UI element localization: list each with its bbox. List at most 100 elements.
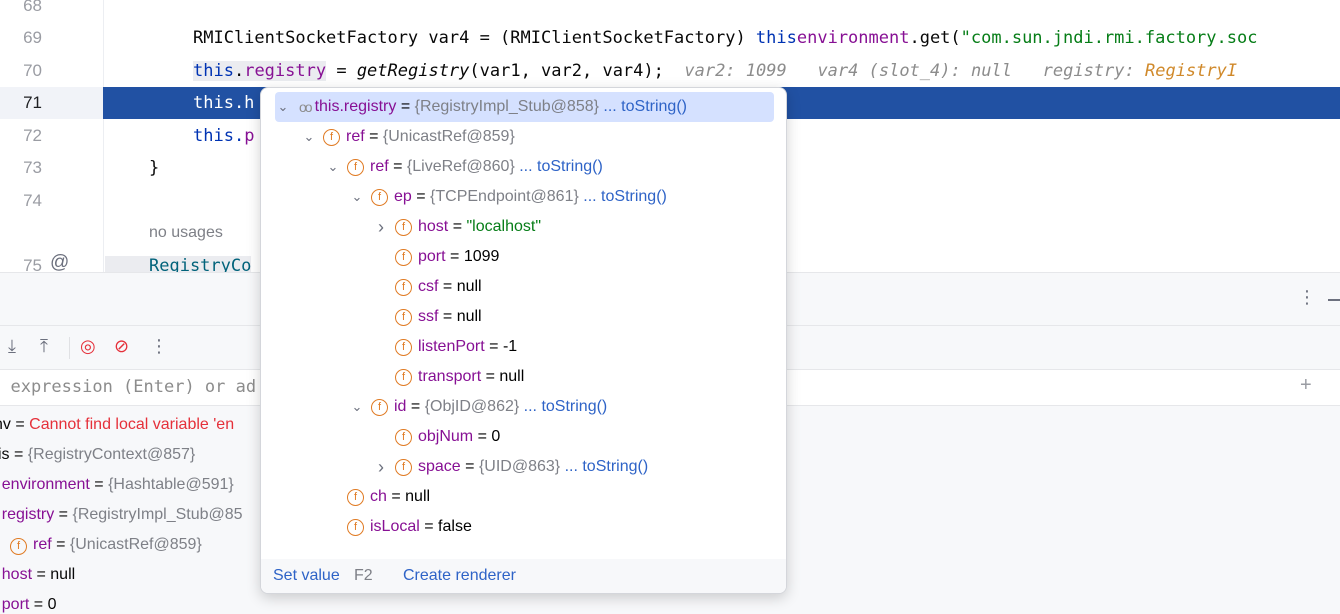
- row-link[interactable]: ... toString(): [560, 458, 649, 475]
- row-name: port: [418, 248, 446, 265]
- variable-row[interactable]: ) host = null: [1, 566, 76, 583]
- field-icon: f: [347, 158, 364, 176]
- row-name: this.registry: [314, 98, 397, 115]
- row-name: id: [394, 398, 407, 415]
- row-eq: =: [484, 338, 503, 355]
- variable-row[interactable]: is = {RegistryContext@857}: [0, 446, 196, 463]
- row-value: false: [438, 518, 472, 535]
- mute-breakpoints-icon[interactable]: ⊘: [114, 336, 130, 356]
- override-at-icon[interactable]: @: [50, 252, 70, 272]
- line-number: 72: [23, 126, 42, 145]
- row-link[interactable]: ... toString(): [519, 398, 608, 415]
- row-link[interactable]: ... toString(): [598, 98, 687, 115]
- row-eq: =: [460, 458, 479, 475]
- more-options-icon[interactable]: ⋮: [1298, 287, 1316, 307]
- code-line-71: this.h: [193, 93, 255, 113]
- code-line-73: }: [149, 158, 160, 178]
- variable-row[interactable]: ) registry = {RegistryImpl_Stub@85: [1, 506, 243, 523]
- row-name: ch: [370, 488, 387, 505]
- row-name: ref: [370, 158, 389, 175]
- chevron-right-icon[interactable]: ›: [378, 456, 384, 477]
- watch-glasses-icon: oo: [299, 99, 313, 115]
- chevron-down-icon[interactable]: ⌄: [351, 399, 363, 414]
- row-name: space: [418, 458, 461, 475]
- chevron-down-icon[interactable]: ⌄: [327, 159, 339, 174]
- row-eq: =: [411, 188, 431, 205]
- row-value: {ObjID@862}: [424, 398, 520, 415]
- field-icon: f: [395, 278, 412, 296]
- step-into-icon[interactable]: ⤓: [8, 336, 16, 356]
- row-value: {UnicastRef@859}: [382, 128, 515, 145]
- field-icon: f: [347, 518, 364, 536]
- variable-row[interactable]: nv = Cannot find local variable 'en: [0, 416, 235, 433]
- create-renderer-link[interactable]: Create renderer: [403, 567, 516, 584]
- row-eq: =: [406, 398, 425, 415]
- row-name: csf: [418, 278, 439, 295]
- row-eq: =: [481, 368, 500, 385]
- code-line-72: this.p: [193, 126, 255, 146]
- row-eq: =: [448, 218, 467, 235]
- field-icon: f: [10, 538, 27, 555]
- row-name: ssf: [418, 308, 439, 325]
- row-link[interactable]: ... toString(): [514, 158, 603, 175]
- field-icon: f: [371, 398, 388, 416]
- chevron-down-icon[interactable]: ⌄: [277, 99, 289, 114]
- field-icon: f: [395, 338, 412, 356]
- current-line-gutter: [0, 87, 103, 119]
- row-name: listenPort: [418, 338, 485, 355]
- row-link[interactable]: ... toString(): [578, 188, 667, 205]
- row-eq: =: [473, 428, 492, 445]
- row-eq: =: [386, 488, 406, 505]
- field-icon: f: [395, 308, 412, 326]
- field-icon: f: [371, 188, 388, 206]
- row-value: 1099: [463, 248, 500, 265]
- row-value: null: [456, 308, 482, 325]
- tree-row[interactable]: f listenPort = -1: [373, 332, 517, 362]
- row-eq: =: [396, 98, 415, 115]
- field-icon: f: [395, 218, 412, 236]
- more-icon[interactable]: ⋮: [150, 336, 168, 356]
- row-eq: =: [445, 248, 464, 265]
- field-icon: f: [395, 458, 412, 476]
- chevron-down-icon[interactable]: ⌄: [351, 189, 363, 204]
- variable-row[interactable]: ) port = 0: [1, 596, 57, 613]
- variable-row[interactable]: ) environment = {Hashtable@591}: [1, 476, 234, 493]
- chevron-down-icon[interactable]: ⌄: [303, 129, 315, 144]
- row-name: objNum: [418, 428, 474, 445]
- minimize-icon[interactable]: [1328, 299, 1340, 301]
- chevron-right-icon[interactable]: ›: [378, 216, 384, 237]
- line-number: 75: [23, 256, 42, 272]
- line-number: 70: [23, 61, 42, 80]
- row-value: null: [456, 278, 482, 295]
- line-number: 68: [23, 0, 42, 15]
- field-icon: f: [395, 248, 412, 266]
- add-watch-icon[interactable]: +: [1300, 374, 1312, 396]
- row-value: -1: [502, 338, 518, 355]
- row-value: 0: [491, 428, 501, 445]
- step-out-icon[interactable]: ⤒: [40, 336, 48, 356]
- row-value: {RegistryImpl_Stub@858}: [414, 98, 599, 115]
- field-icon: f: [395, 428, 412, 446]
- set-value-link[interactable]: Set value: [273, 567, 340, 584]
- row-eq: =: [438, 308, 457, 325]
- view-breakpoints-icon[interactable]: ◎: [80, 336, 96, 356]
- toolbar-separator: [69, 337, 70, 359]
- inline-hint: var4 (slot_4): null: [817, 61, 1012, 81]
- no-usages-hint[interactable]: no usages: [149, 224, 223, 241]
- row-name: host: [418, 218, 449, 235]
